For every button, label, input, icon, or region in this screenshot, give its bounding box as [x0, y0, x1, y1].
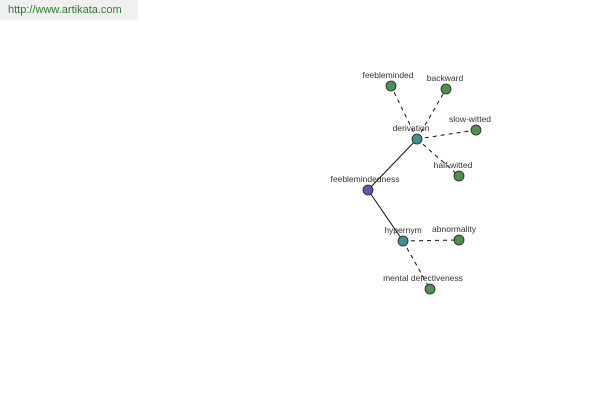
edge-derivation-to-feebleminded [390, 85, 418, 140]
node-label-derivation[interactable]: derivation [393, 123, 430, 133]
labels-layer: feeblemindedness derivation hypernym feeble… [331, 70, 492, 283]
node-backward[interactable] [440, 83, 452, 95]
node-label-hypernym[interactable]: hypernym [384, 225, 421, 235]
node-abnormality[interactable] [453, 234, 465, 246]
edge-hypernym-to-abnormality [402, 239, 460, 242]
edge-derivation-to-slow-witted [416, 129, 477, 140]
edge-hypernym-to-mental-defectiveness [402, 240, 431, 290]
node-label-feeblemindedness[interactable]: feeblemindedness [331, 174, 400, 184]
node-label-half-witted[interactable]: half-witted [434, 160, 473, 170]
node-label-slow-witted[interactable]: slow-witted [449, 114, 491, 124]
url-bar: http://www.artikata.com [0, 0, 138, 20]
node-label-feebleminded[interactable]: feebleminded [362, 70, 413, 80]
node-feeblemindedness[interactable] [362, 184, 374, 196]
node-slow-witted[interactable] [470, 124, 482, 136]
edge-feeblemindedness-to-hypernym [367, 189, 404, 242]
node-label-mental-defectiveness[interactable]: mental defectiveness [383, 273, 463, 283]
edge-feeblemindedness-to-derivation [367, 138, 418, 191]
node-feebleminded[interactable] [385, 80, 397, 92]
nodes-layer [362, 80, 482, 295]
node-mental-defectiveness[interactable] [424, 283, 436, 295]
node-hypernym[interactable] [397, 235, 409, 247]
node-half-witted[interactable] [453, 170, 465, 182]
node-label-abnormality[interactable]: abnormality [432, 224, 477, 234]
edges-layer [367, 85, 477, 290]
site-url-link[interactable]: http://www.artikata.com [8, 4, 122, 16]
node-label-backward[interactable]: backward [427, 73, 464, 83]
edge-derivation-to-half-witted [416, 138, 460, 177]
edge-derivation-to-backward [416, 88, 447, 140]
node-derivation[interactable] [411, 133, 423, 145]
